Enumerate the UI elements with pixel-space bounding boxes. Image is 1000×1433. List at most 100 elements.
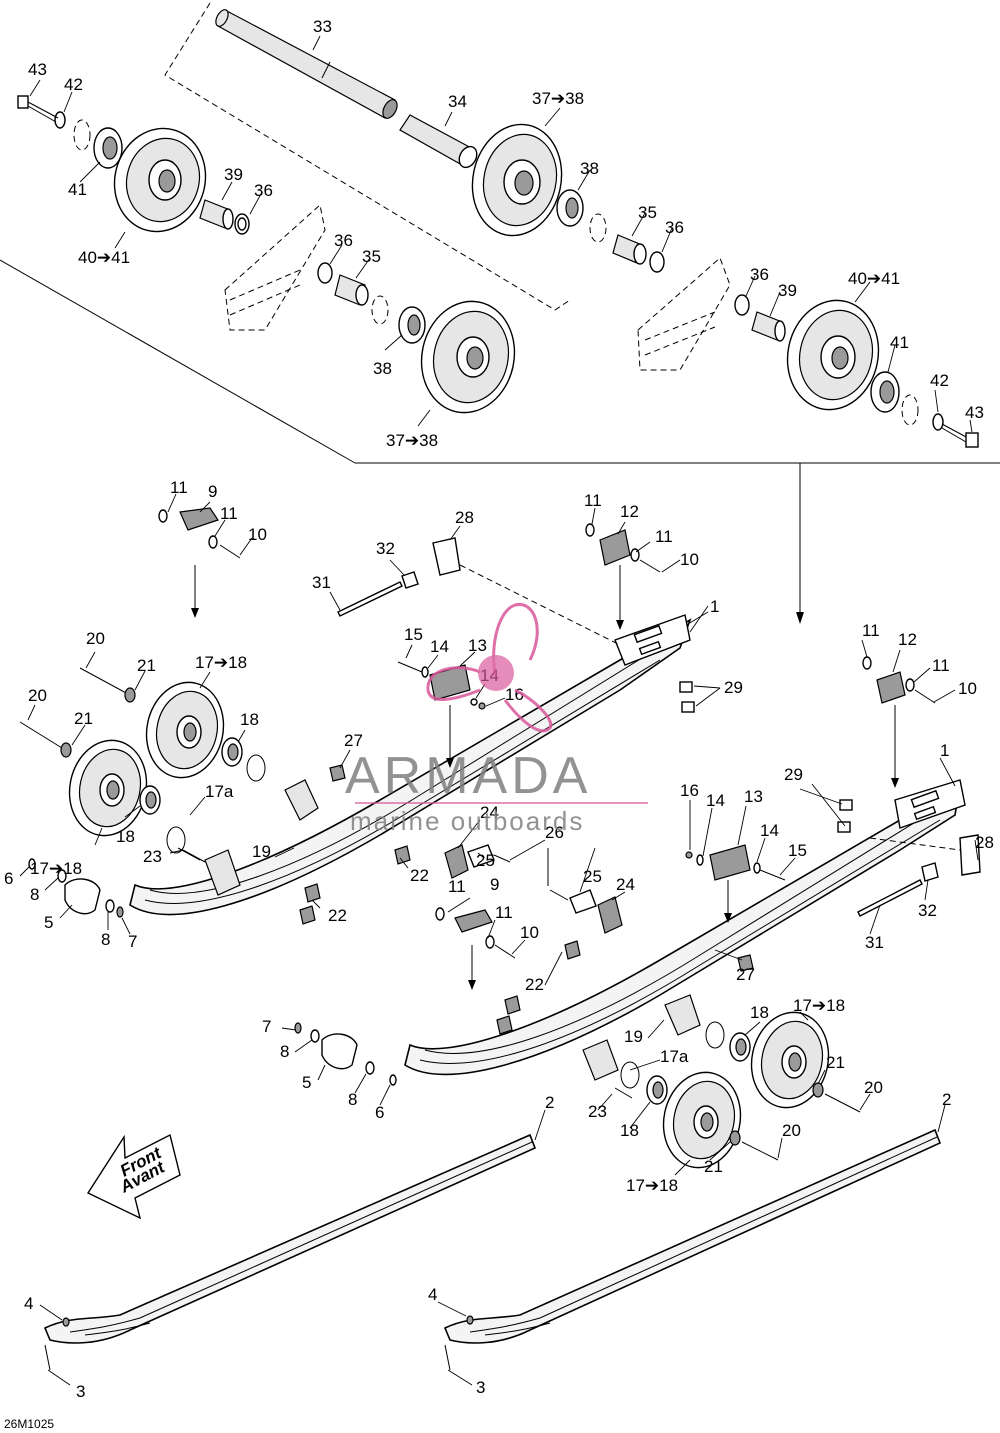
runner-left	[43, 1133, 537, 1371]
callout-9-lower: 9	[490, 875, 499, 894]
idler-bracket-right	[637, 257, 731, 371]
callout-11-c: 11	[584, 491, 602, 510]
callout-32-upper: 32	[376, 539, 395, 558]
spacer-39-left	[199, 199, 250, 235]
watermark-tagline: marine outboards	[350, 806, 584, 836]
callout-4-right: 4	[428, 1285, 437, 1304]
idler-wheel-left-outer	[113, 127, 207, 233]
slide-rail-right	[404, 779, 966, 1076]
callout-36-left: 36	[254, 181, 273, 200]
bolt-left	[17, 95, 59, 123]
washer-right	[932, 413, 944, 431]
callout-39-right: 39	[778, 281, 797, 300]
bearing-left	[93, 127, 123, 169]
callout-12-lower: 12	[898, 630, 917, 649]
spacer-35-right	[612, 234, 647, 265]
callout-10-a: 10	[248, 525, 267, 544]
callout-41-right: 41	[890, 333, 909, 352]
circlip-right	[901, 394, 919, 426]
callout-8-d: 8	[348, 1090, 357, 1109]
callout-17-18-c: 17➔18	[793, 996, 845, 1015]
callout-42-right: 42	[930, 371, 949, 390]
callout-11-d: 11	[655, 527, 673, 546]
callout-11-e: 11	[862, 621, 880, 640]
slide-rail-left	[129, 614, 692, 916]
spacer-39-right	[751, 311, 786, 342]
wheel-17-18-right-a	[750, 1011, 830, 1109]
callout-37-38-bottom: 37➔38	[386, 431, 438, 450]
bolt-10-upper	[219, 544, 241, 559]
ring-36-right	[649, 251, 665, 273]
bolt-29-upper-b	[681, 701, 695, 713]
spacer-tube	[399, 114, 478, 169]
callout-6-lower: 6	[375, 1103, 384, 1122]
diagram-code: 26M1025	[4, 1417, 54, 1431]
callout-43-right: 43	[965, 403, 984, 422]
watermark-brand: ARMADA	[345, 747, 591, 805]
callout-36-right: 36	[665, 218, 684, 237]
stopper-block-9-upper	[179, 507, 219, 531]
callout-23-lower: 23	[588, 1102, 607, 1121]
callout-9-upper: 9	[208, 482, 217, 501]
washer-left	[54, 111, 66, 129]
callout-36-far-right: 36	[750, 265, 769, 284]
callout-36-middle: 36	[334, 231, 353, 250]
idler-wheel-bottom	[420, 300, 516, 414]
wheel-17-18-right-b	[662, 1071, 742, 1169]
upper-idler-assembly	[0, 2, 1000, 624]
ring-36-far-right	[734, 294, 750, 316]
callout-24-lower: 24	[616, 875, 635, 894]
callout-17-18-d: 17➔18	[626, 1176, 678, 1195]
callout-28-upper: 28	[455, 508, 474, 527]
callout-29-upper: 29	[724, 678, 743, 697]
callout-21-d: 21	[704, 1157, 723, 1176]
callout-7-lower: 7	[262, 1017, 271, 1036]
callout-11-a: 11	[170, 478, 188, 497]
callout-19-upper: 19	[252, 842, 271, 861]
callout-11-f: 11	[932, 656, 950, 675]
callout-17-18-b: 17➔18	[30, 859, 82, 878]
callout-22-a: 22	[410, 866, 429, 885]
callout-2-left: 2	[545, 1093, 554, 1112]
bearing-38-top	[556, 189, 584, 227]
callout-38-top: 38	[580, 159, 599, 178]
washer-11-upper-b	[208, 535, 218, 549]
circlip-top	[589, 213, 607, 243]
callout-12-upper: 12	[620, 502, 639, 521]
wheel-17-18-left-b	[145, 681, 225, 779]
callout-41-left: 41	[68, 180, 87, 199]
callout-11-b: 11	[220, 504, 238, 523]
callout-3-right: 3	[476, 1378, 485, 1397]
callout-16-lower: 16	[680, 781, 699, 800]
callout-40-41-right: 40➔41	[848, 269, 900, 288]
shaft	[215, 9, 398, 119]
callout-22-c: 22	[525, 975, 544, 994]
callout-20-b: 20	[28, 686, 47, 705]
callout-14-a: 14	[430, 637, 449, 656]
callout-3-left: 3	[76, 1382, 85, 1401]
callout-23-upper: 23	[143, 847, 162, 866]
callout-16-upper: 16	[505, 685, 524, 704]
callout-14-d: 14	[760, 821, 779, 840]
callout-15-lower: 15	[788, 841, 807, 860]
watermark-logo-hub	[478, 655, 514, 691]
callout-21-c: 21	[826, 1053, 845, 1072]
callout-11-h: 11	[495, 903, 513, 922]
callout-28-lower: 28	[975, 833, 994, 852]
callout-21-a: 21	[137, 656, 156, 675]
callout-17a-upper: 17a	[205, 782, 234, 801]
callout-18-a: 18	[240, 710, 259, 729]
washer-11-upper-a	[158, 509, 168, 523]
callout-22-b: 22	[328, 906, 347, 925]
callout-31-lower: 31	[865, 933, 884, 952]
circlip-middle	[371, 295, 389, 325]
callout-27-lower: 27	[736, 965, 755, 984]
callout-42-left: 42	[64, 75, 83, 94]
spacer-35-middle	[334, 274, 369, 306]
circlip-left	[73, 119, 91, 151]
callout-20-a: 20	[86, 629, 105, 648]
callout-1-upper: 1	[710, 597, 719, 616]
front-direction-arrow: Front Avant	[86, 1133, 181, 1220]
callout-17a-lower: 17a	[660, 1047, 689, 1066]
